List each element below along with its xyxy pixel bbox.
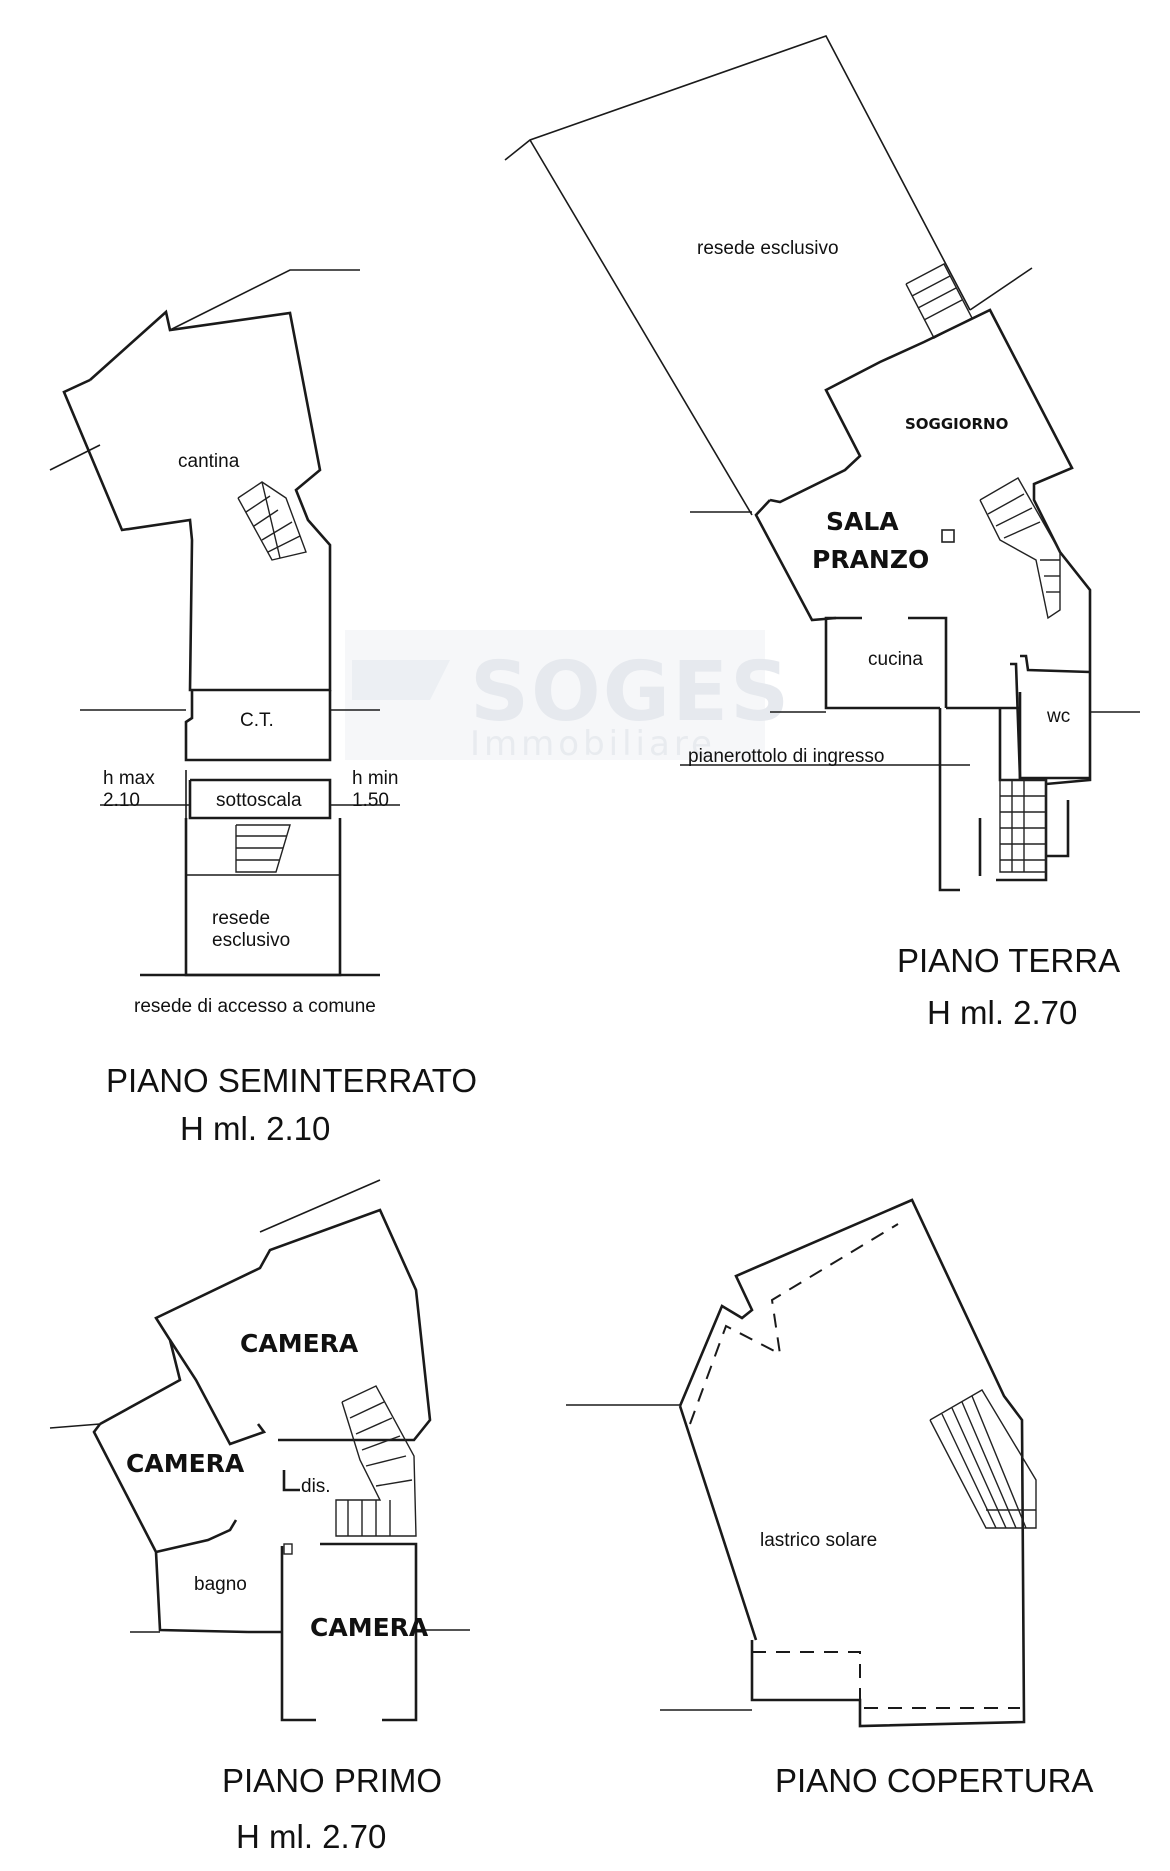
resede-lot [504, 35, 971, 311]
watermark-subtitle: Immobiliare [470, 724, 716, 764]
copertura-outer [678, 1198, 1026, 1728]
room-label-lastrico: lastrico solare [760, 1530, 877, 1551]
ct-walls [184, 690, 332, 762]
plan-height-primo: H ml. 2.70 [236, 1818, 386, 1855]
hmax-label: h max [103, 768, 155, 789]
primo-stair [335, 1385, 417, 1537]
room-label-camera-left: CAMERA [126, 1449, 245, 1478]
room-label-camera-top: CAMERA [240, 1329, 359, 1358]
hmin-label: h min [352, 768, 398, 789]
room-label-sala: SALA [826, 507, 899, 536]
room-label-resede-1: resede [212, 908, 270, 929]
cantina-stair [237, 481, 307, 561]
site-line [49, 1423, 101, 1429]
cantina-walls [62, 309, 332, 692]
room-label-resede-esclusivo: resede esclusivo [697, 238, 839, 259]
room-label-camera-bottom: CAMERA [310, 1613, 429, 1642]
plan-height-seminterrato: H ml. 2.10 [180, 1110, 330, 1147]
plan-terra: resede esclusivo SOGGIORNO SALA PRANZO c… [504, 35, 1140, 1031]
hmax-value: 2.10 [103, 790, 140, 811]
plan-title-primo: PIANO PRIMO [222, 1762, 442, 1799]
terra-stair-upper [979, 477, 1061, 620]
site-line [169, 269, 360, 331]
resede-walls [184, 818, 342, 977]
room-label-accesso: resede di accesso a comune [134, 996, 376, 1017]
watermark-brand: SOGES [470, 645, 791, 740]
copertura-skylight [929, 1389, 1037, 1529]
room-label-dis: dis. [301, 1476, 331, 1497]
room-label-pianerottolo: pianerottolo di ingresso [688, 746, 884, 767]
terra-stair-lower [999, 779, 1047, 873]
room-label-ct: C.T. [240, 710, 274, 731]
room-label-cantina: cantina [178, 451, 240, 472]
plan-title-terra: PIANO TERRA [897, 942, 1120, 979]
plan-title-seminterrato: PIANO SEMINTERRATO [106, 1062, 477, 1099]
site-line [259, 1179, 381, 1233]
room-label-pranzo: PRANZO [812, 545, 929, 574]
room-label-sottoscala: sottoscala [216, 790, 302, 811]
site-line [49, 444, 101, 471]
terra-walls [769, 308, 1092, 786]
watermark: SOGES Immobiliare [345, 630, 791, 764]
room-label-wc: wc [1046, 706, 1070, 727]
plan-copertura: lastrico solare PIANO COPERTURA [566, 1198, 1093, 1799]
room-label-soggiorno: SOGGIORNO [905, 415, 1008, 433]
plan-seminterrato: cantina C.T. sottoscala h max 2.10 h min… [49, 269, 477, 1147]
plan-primo: CAMERA CAMERA CAMERA dis. bagno PIANO PR… [49, 1179, 470, 1855]
cucina-walls [824, 616, 940, 710]
plan-height-terra: H ml. 2.70 [927, 994, 1077, 1031]
plan-title-copertura: PIANO COPERTURA [775, 1762, 1093, 1799]
room-label-bagno: bagno [194, 1574, 247, 1595]
hmin-value: 1.50 [352, 790, 389, 811]
resede-stair [235, 824, 291, 873]
room-label-resede-2: esclusivo [212, 930, 290, 951]
watermark-logo-mark [352, 660, 450, 700]
wc-walls [1020, 654, 1091, 674]
copertura-dashed-edge [689, 1223, 899, 1425]
room-label-cucina: cucina [868, 649, 923, 670]
garden-stair [905, 263, 973, 339]
pillar [941, 529, 955, 543]
